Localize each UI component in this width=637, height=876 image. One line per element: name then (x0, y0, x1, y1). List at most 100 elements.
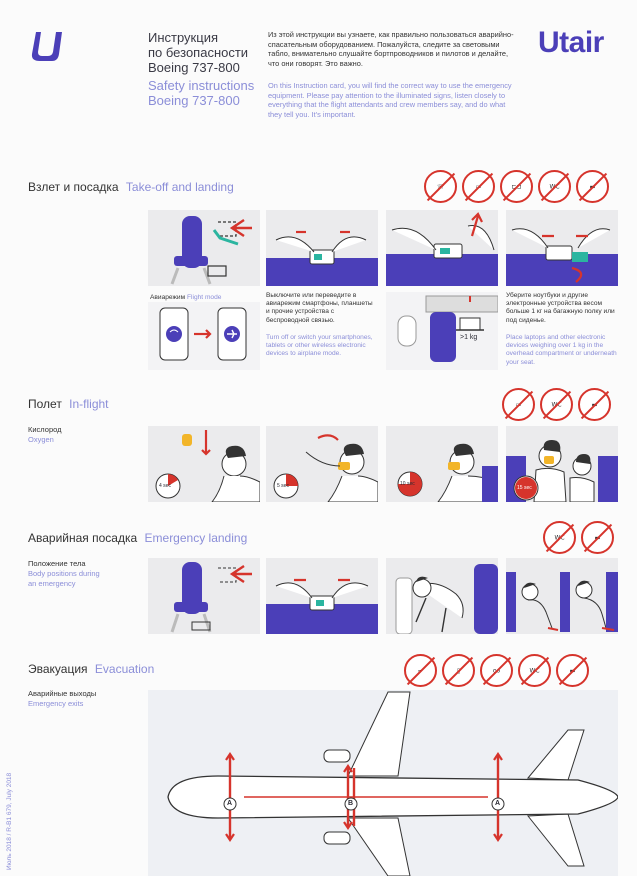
seat-upright-illustration (170, 216, 252, 285)
mask-drop-illustration (155, 430, 260, 502)
title-ru-line1: Инструкция (148, 30, 218, 45)
no-wc-inflight-icon: WC (540, 388, 573, 421)
no-wc-evac-icon: WC (518, 654, 551, 687)
section-inflight-ru: Полет (28, 397, 62, 411)
devices-caption-en: Turn off or switch your smartphones, tab… (266, 334, 373, 358)
flight-mode-en: Flight mode (186, 294, 222, 301)
oxygen-label-en: Oxygen (28, 435, 54, 444)
title-en-line1: Safety instructions (148, 78, 255, 93)
section-inflight-en: In-flight (69, 397, 109, 411)
title-ru-line3: Boeing 737-800 (148, 60, 240, 75)
section-emergency-title: Аварийная посадка Emergency landing (28, 531, 247, 545)
weight-label: >1 kg (460, 334, 478, 341)
no-high-heels-icon: ⌐ (404, 654, 437, 687)
panel-pull-mask: 5 sec (266, 426, 378, 502)
panel-tighten-belt (386, 210, 498, 286)
wc-label: WC (549, 183, 560, 190)
timer-4sec: 4 sec (159, 483, 171, 489)
section-inflight-title: Полет In-flight (28, 397, 109, 411)
takeoff-prohibition-icons: ☏ ▭ ⊏⊐ WC ▬ (424, 170, 609, 203)
emergency-belt-illustration (266, 578, 378, 634)
exits-label-ru: Аварийные выходы (28, 689, 97, 698)
title-ru: Инструкция по безопасности Boeing 737-80… (148, 30, 248, 75)
panel-flight-mode (148, 302, 260, 370)
no-smoking-evac-icon: ▬ (556, 654, 589, 687)
wc-label-inflight: WC (551, 401, 562, 408)
inflight-prohibition-icons: ▭ WC ▬ (502, 388, 611, 421)
panel-unfasten-belt (506, 210, 618, 286)
tighten-belt-illustration (386, 212, 498, 286)
flight-mode-label: Авиарежим Flight mode (150, 294, 221, 301)
no-devices-icon: ▭ (462, 170, 495, 203)
oxygen-label-ru: Кислород (28, 425, 62, 434)
wc-label-evac: WC (529, 667, 540, 674)
panel-help-others: 15 sec (506, 426, 618, 502)
utair-logo-icon (31, 32, 62, 61)
help-others-illustration (506, 440, 618, 502)
no-luggage-icon: ▯ (442, 654, 475, 687)
brace-position-illustration (395, 564, 498, 634)
no-wc-emergency-icon: WC (543, 521, 576, 554)
timer-5sec: 5 sec (277, 483, 289, 489)
panel-stow-laptop: >1 kg (386, 292, 498, 370)
exit-marker-front: A (227, 800, 233, 807)
no-glasses-icon: oo (480, 654, 513, 687)
no-wc-icon: WC (538, 170, 571, 203)
exits-label-en: Emergency exits (28, 699, 84, 708)
panel-brace-variants (506, 558, 618, 634)
section-takeoff-ru: Взлет и посадка (28, 180, 119, 194)
plane-layout-illustration (167, 691, 618, 876)
evacuation-prohibition-icons: ⌐ ▯ oo WC ▬ (404, 654, 589, 687)
intro-ru: Из этой инструкции вы узнаете, как прави… (268, 30, 514, 68)
emergency-seat-illustration (170, 562, 252, 633)
brace-variants-illustration (506, 572, 618, 632)
body-position-en-line1: Body positions during (28, 569, 100, 578)
title-en-line2: Boeing 737-800 (148, 93, 240, 108)
section-evacuation-title: Эвакуация Evacuation (28, 662, 154, 676)
panel-wear-mask: 10 sec (386, 426, 498, 502)
no-devices-inflight-icon: ▭ (502, 388, 535, 421)
side-print-code: Июль 2018 / R-B1 679, July 2018 (6, 772, 13, 870)
no-smoking-icon: ▬ (576, 170, 609, 203)
brand-name: Utair (538, 26, 604, 59)
intro-en: On this Instruction card, you will find … (268, 81, 512, 119)
section-emergency-en: Emergency landing (144, 531, 248, 545)
section-takeoff-title: Взлет и посадка Take-off and landing (28, 180, 234, 194)
timer-15sec: 15 sec (517, 485, 532, 491)
devices-caption-ru: Выключите или переведите в авиарежим сма… (266, 292, 373, 324)
section-emergency-ru: Аварийная посадка (28, 531, 138, 545)
panel-fasten-belt (266, 210, 378, 286)
panel-emergency-seat (148, 558, 260, 634)
panel-mask-drop: 4 sec (148, 426, 260, 502)
evacuation-plane-diagram: A B A (148, 690, 618, 876)
stow-laptop-illustration (397, 295, 498, 362)
laptops-caption-en: Place laptops and other electronic devic… (506, 334, 617, 366)
section-evacuation-ru: Эвакуация (28, 662, 88, 676)
emergency-prohibition-icons: WC ▬ (543, 521, 614, 554)
fasten-belt-illustration (266, 230, 378, 286)
exit-marker-rear: A (495, 800, 501, 807)
panel-brace-position (386, 558, 498, 634)
no-smoking-emergency-icon: ▬ (581, 521, 614, 554)
unfasten-belt-illustration (506, 228, 618, 286)
title-ru-line2: по безопасности (148, 45, 249, 60)
exit-marker-overwing: B (348, 800, 354, 807)
body-position-en-line2: an emergency (28, 579, 76, 588)
no-smoking-inflight-icon: ▬ (578, 388, 611, 421)
flight-mode-illustration (159, 307, 247, 361)
wc-label-emergency: WC (554, 534, 565, 541)
wear-mask-illustration (397, 443, 498, 502)
laptops-caption-ru: Уберите ноутбуки и другие электронные ус… (506, 292, 615, 324)
flight-mode-ru: Авиарежим (150, 294, 186, 301)
unfasten-belt-icon: ⊏⊐ (500, 170, 533, 203)
body-position-ru: Положение тела (28, 559, 86, 568)
panel-emergency-belt (266, 558, 378, 634)
pull-mask-illustration (273, 434, 378, 502)
section-evacuation-en: Evacuation (94, 662, 155, 676)
title-en: Safety instructions Boeing 737-800 (148, 78, 254, 108)
no-phone-icon: ☏ (424, 170, 457, 203)
panel-seat-upright (148, 210, 260, 286)
timer-10sec: 10 sec (400, 481, 415, 487)
section-takeoff-en: Take-off and landing (125, 180, 234, 194)
